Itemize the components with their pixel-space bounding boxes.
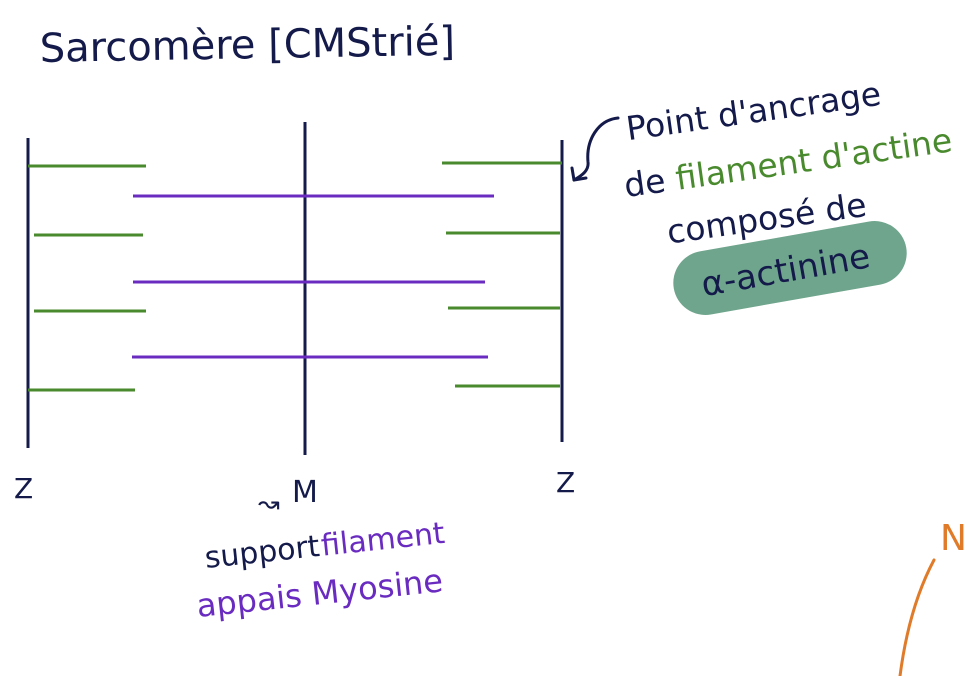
z-label-left: Z (14, 472, 33, 505)
m-arrow-icon: ↝ (258, 489, 280, 519)
m-note-line1-prefix: support (203, 529, 321, 576)
z-label-right: Z (556, 466, 575, 499)
anchor-arrowhead-icon (570, 166, 588, 182)
m-note: support filament appais Myosine (195, 516, 447, 625)
diagram-title: Sarcomère [CMStrié] (39, 19, 455, 72)
cut-off-orange-text: N (940, 518, 967, 559)
highlight-pill (673, 221, 907, 315)
m-label: M (292, 475, 318, 510)
orange-stroke (898, 558, 936, 676)
m-note-line1-colored: filament (319, 516, 446, 564)
annotation-line2-prefix: de (622, 161, 668, 205)
anchor-arrow-icon (572, 116, 620, 182)
anchor-annotation: Point d'ancrage de filament d'actine com… (622, 74, 955, 252)
